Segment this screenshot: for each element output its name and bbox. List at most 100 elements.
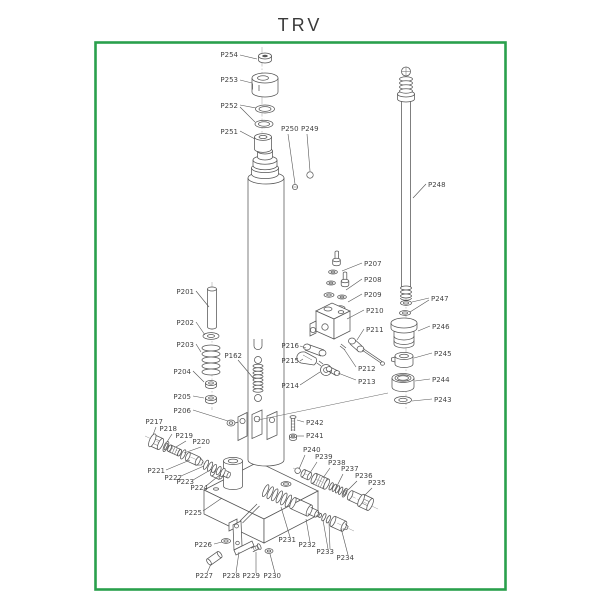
part-p240-ball	[294, 467, 301, 474]
leader-line-P246	[417, 325, 431, 332]
part-p213-roller	[325, 366, 341, 376]
part-label-P252: P252	[220, 102, 238, 110]
leader-line-P239	[309, 461, 318, 474]
leader-line-P228	[235, 551, 240, 574]
leader-line-P245	[413, 352, 433, 359]
part-p249-screw	[306, 171, 314, 179]
part-label-P224: P224	[190, 484, 208, 492]
part-p251-bushing	[254, 133, 272, 153]
part-p247-rings	[399, 300, 412, 316]
leader-line-P226	[213, 541, 223, 545]
leader-line-P211	[356, 328, 365, 341]
part-label-P202: P202	[176, 319, 194, 327]
leader-line-P212	[343, 348, 357, 368]
leader-line-P254	[239, 54, 258, 60]
leader-line-P216	[299, 345, 307, 349]
part-p205-nut	[205, 395, 217, 404]
part-label-P237: P237	[341, 465, 359, 473]
leader-line-P223	[192, 468, 213, 481]
leader-line-P237	[336, 473, 344, 487]
part-label-P205: P205	[173, 393, 191, 401]
part-p211-plunger	[348, 337, 385, 366]
part-label-P249: P249	[301, 125, 319, 133]
leader-line-P219	[175, 440, 187, 448]
part-label-P217: P217	[145, 418, 163, 426]
part-p248-handle-rod	[397, 66, 415, 301]
leader-line-P252	[239, 104, 257, 109]
part-p239-seat	[300, 469, 313, 481]
leader-line-P252	[239, 106, 256, 123]
leader-line-P236	[347, 480, 358, 491]
part-p221-piston	[184, 451, 204, 466]
leader-line-P217	[152, 426, 157, 436]
part-p218-oring	[162, 441, 170, 452]
reservoir-boss	[223, 457, 243, 490]
part-p210-valve-block	[309, 302, 351, 340]
part-label-P247: P247	[431, 295, 449, 303]
part-label-P250: P250	[281, 125, 299, 133]
leader-line-P235	[364, 487, 373, 496]
page-title: TRV	[278, 15, 323, 35]
part-label-P245: P245	[434, 350, 452, 358]
part-label-P203: P203	[176, 341, 194, 349]
part-label-P204: P204	[173, 368, 191, 376]
leader-line-P222	[180, 465, 205, 477]
part-p236-oring	[341, 487, 348, 498]
part-p217-hex-plug	[148, 433, 165, 450]
leader-line-P162	[237, 359, 255, 380]
part-label-P162: P162	[224, 352, 242, 360]
leader-line-P205	[192, 395, 205, 399]
leader-line-P232	[305, 518, 311, 543]
part-label-P236: P236	[355, 472, 373, 480]
part-label-P209: P209	[364, 291, 382, 299]
part-p204-nut	[205, 380, 217, 389]
part-label-P226: P226	[194, 541, 212, 549]
part-label-P228: P228	[222, 572, 240, 580]
part-label-P231: P231	[278, 536, 296, 544]
part-p237-spring	[328, 482, 344, 495]
leader-line-P238	[322, 467, 331, 479]
part-label-P232: P232	[298, 541, 316, 549]
part-p245-ring	[391, 352, 414, 368]
leader-line-P210	[346, 309, 365, 320]
leader-line-P233	[322, 519, 329, 550]
part-label-P233: P233	[316, 548, 334, 556]
main-cylinder	[247, 147, 285, 467]
leader-line-P249	[306, 133, 311, 172]
valve-parts-chain-left	[201, 286, 221, 404]
part-label-P220: P220	[192, 438, 210, 446]
part-p201-pin	[207, 286, 217, 330]
part-p219-stud	[167, 444, 182, 457]
leader-line-P233	[328, 521, 331, 550]
part-label-P248: P248	[428, 181, 446, 189]
part-p244-bearing	[391, 373, 415, 392]
part-label-P235: P235	[368, 479, 386, 487]
part-label-P201: P201	[176, 288, 194, 296]
leader-line-P215	[299, 358, 304, 362]
part-p202-washer	[202, 332, 220, 340]
leader-line-P221	[165, 459, 191, 471]
leader-line-P253	[239, 79, 253, 84]
relief-valve-chain	[294, 467, 374, 511]
part-p216-handle-socket	[303, 343, 327, 357]
part-label-P225: P225	[184, 509, 202, 517]
leader-line-P230	[269, 553, 276, 574]
leader-line-P247	[411, 297, 430, 303]
part-p233-washers	[321, 513, 331, 524]
part-p234-cap	[329, 515, 349, 532]
part-p235-hex-plug	[347, 490, 374, 511]
cylinder-clamp-bracket	[226, 409, 278, 442]
part-label-P213: P213	[358, 378, 376, 386]
leader-line-P251	[239, 130, 256, 140]
leader-line-P243	[411, 398, 433, 402]
leader-line-P207	[341, 262, 363, 272]
leader-line-P202	[195, 321, 206, 336]
part-label-P246: P246	[432, 323, 450, 331]
leader-line-P214	[299, 371, 321, 386]
diagram-frame	[94, 41, 507, 591]
piston-parts-chain-right	[390, 300, 418, 404]
release-rod	[239, 503, 260, 524]
part-p224-seal-set	[215, 466, 231, 479]
part-p229-stud	[250, 543, 262, 553]
